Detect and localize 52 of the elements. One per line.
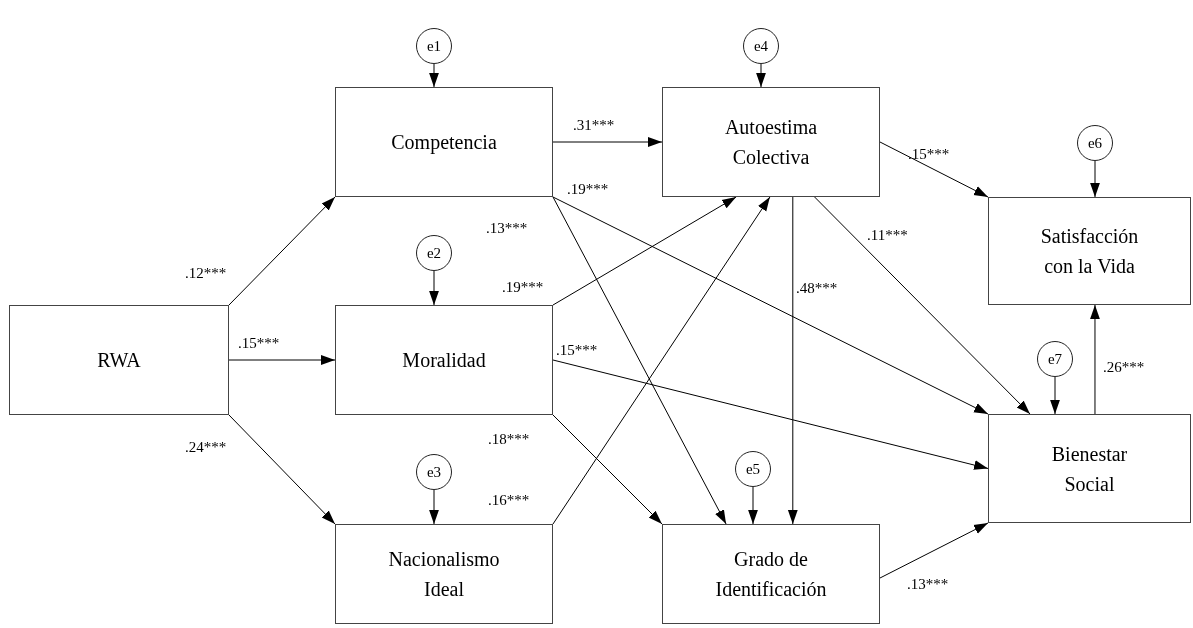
variable-box: Satisfacción con la Vida	[988, 197, 1191, 305]
arrow	[552, 137, 663, 147]
error-circle: e2	[416, 235, 452, 271]
edge-label: .24***	[185, 440, 227, 455]
error-circle: e6	[1077, 125, 1113, 161]
arrow	[228, 414, 336, 525]
arrow	[429, 489, 439, 525]
arrow	[228, 196, 336, 306]
variable-box: Competencia	[335, 87, 553, 197]
arrow	[748, 486, 758, 525]
variable-box: Autoestima Colectiva	[662, 87, 880, 197]
arrow	[756, 63, 766, 88]
variable-box: RWA	[9, 305, 229, 415]
edge-label: .31***	[573, 118, 615, 133]
error-circle: e4	[743, 28, 779, 64]
edge-label: .13***	[486, 221, 528, 236]
error-circle: e7	[1037, 341, 1073, 377]
edge-label: .48***	[796, 281, 838, 296]
edge-label: .18***	[488, 432, 530, 447]
variable-box: Bienestar Social	[988, 414, 1191, 523]
edge-label: .12***	[185, 266, 227, 281]
edge-label: .26***	[1103, 360, 1145, 375]
arrow	[1050, 376, 1060, 415]
variable-box: Grado de Identificación	[662, 524, 880, 624]
arrow	[879, 522, 989, 579]
arrow	[552, 196, 737, 306]
arrow	[228, 355, 336, 365]
error-circle: e3	[416, 454, 452, 490]
error-circle: e5	[735, 451, 771, 487]
arrow	[552, 196, 989, 415]
arrow	[552, 414, 663, 525]
arrow	[552, 196, 771, 525]
arrow	[1090, 304, 1100, 415]
edge-label: .16***	[488, 493, 530, 508]
variable-box: Nacionalismo Ideal	[335, 524, 553, 624]
arrow	[1090, 160, 1100, 198]
arrow	[787, 196, 798, 525]
edge-label: .19***	[567, 182, 609, 197]
arrow	[429, 63, 439, 88]
edge-label: .15***	[556, 343, 598, 358]
arrow	[879, 141, 989, 198]
arrow	[429, 270, 439, 306]
edge-label: .19***	[502, 280, 544, 295]
edge-label: .11***	[867, 228, 908, 243]
edge-label: .13***	[907, 577, 949, 592]
error-circle: e1	[416, 28, 452, 64]
edge-label: .15***	[908, 147, 950, 162]
arrow	[814, 196, 1031, 415]
arrow	[552, 196, 727, 525]
variable-box: Moralidad	[335, 305, 553, 415]
edge-label: .15***	[238, 336, 280, 351]
arrow	[552, 359, 989, 470]
